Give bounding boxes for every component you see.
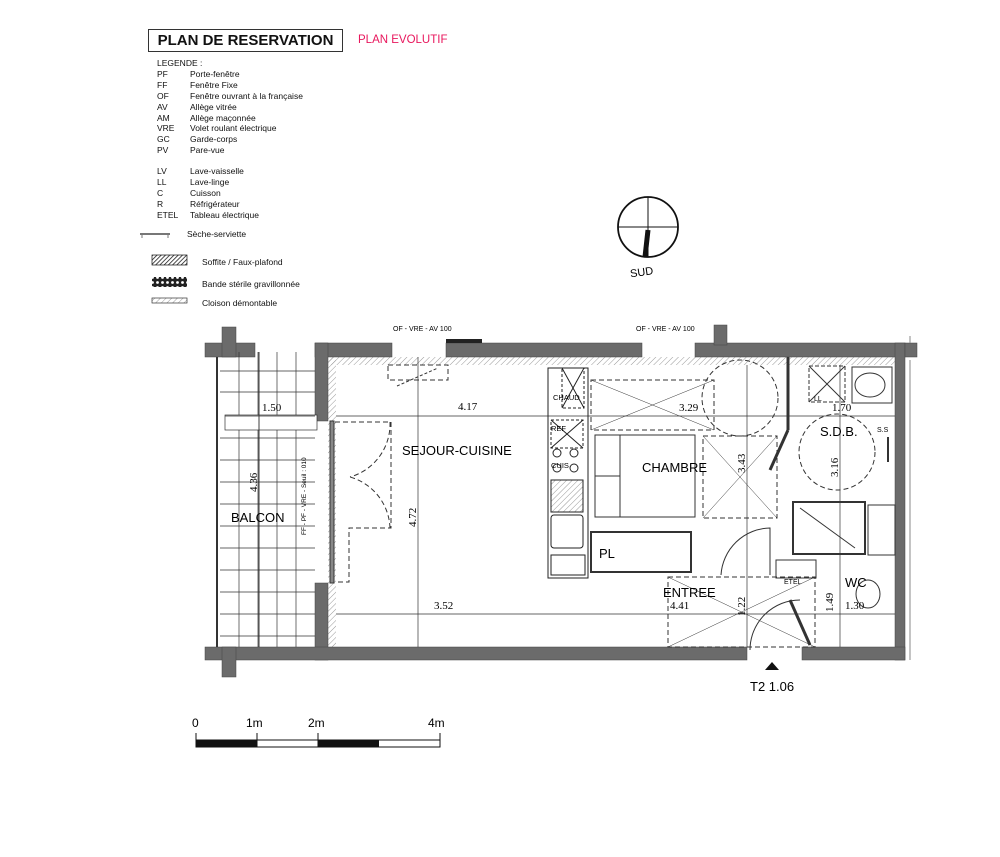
- plan-subtitle: PLAN EVOLUTIF: [358, 34, 448, 46]
- legend-item: C Cuisson: [157, 188, 303, 199]
- ll-label: LL: [814, 396, 822, 403]
- walls: [204, 324, 918, 678]
- kitchen-counter: [547, 367, 589, 579]
- legend-label: Volet roulant électrique: [190, 123, 277, 134]
- dim-chambre-h: 3.43: [736, 453, 748, 473]
- legend-abbr: C: [157, 187, 164, 198]
- legend-label: Allège maçonnée: [190, 112, 256, 123]
- dim-sejour-w: 4.17: [458, 401, 478, 413]
- dim-balcon-h: 4.36: [248, 472, 260, 492]
- room-wc: WC: [845, 575, 867, 590]
- room-sejour: SEJOUR-CUISINE: [402, 443, 512, 458]
- legend-label: Tableau électrique: [190, 209, 259, 220]
- dim-entree-h: 1.22: [736, 597, 748, 616]
- legend-item: FF Fenêtre Fixe: [157, 80, 303, 91]
- etel-label: ETEL: [784, 579, 802, 586]
- legend-item: PV Pare-vue: [157, 145, 303, 156]
- legend-label: Porte-fenêtre: [190, 68, 240, 79]
- legend-item: ETEL Tableau électrique: [157, 210, 303, 221]
- legend-abbr: R: [157, 198, 164, 209]
- legend-label: Allège vitrée: [190, 101, 237, 112]
- dim-sejour-h: 4.72: [407, 508, 419, 527]
- legend-item: PF Porte-fenêtre: [157, 69, 303, 80]
- ss-label: S.S: [877, 427, 889, 434]
- scale-label: 1m: [246, 716, 263, 730]
- legend-abbr: AM: [157, 112, 170, 123]
- legend-item: OF Fenêtre ouvrant à la française: [157, 91, 303, 102]
- legend-label: Lave-vaisselle: [190, 166, 244, 177]
- cuis-label: CUIS: [551, 461, 569, 470]
- legend-item: R Réfrigérateur: [157, 199, 303, 210]
- legend-abbr: AV: [157, 101, 168, 112]
- towel-dryer-label: Sèche-serviette: [187, 229, 247, 239]
- chaud-label: CHAUD: [553, 393, 580, 402]
- dim-chambre-w: 3.29: [679, 402, 699, 414]
- legend-item: GC Garde-corps: [157, 134, 303, 145]
- dim-sejour-bottom: 3.52: [434, 600, 453, 612]
- window-label-right: OF - VRE - AV 100: [636, 326, 695, 333]
- dim-entree: 4.41: [670, 600, 689, 612]
- dim-sdb-h: 3.16: [829, 457, 841, 477]
- legend-abbr: OF: [157, 90, 169, 101]
- bedroom-furniture: [590, 359, 779, 576]
- legend-label: Cuisson: [190, 187, 221, 198]
- legend-label: Fenêtre Fixe: [190, 79, 238, 90]
- legend-abbr: VRE: [157, 123, 175, 134]
- legend-label: Fenêtre ouvrant à la française: [190, 90, 303, 101]
- legend-item: LV Lave-vaisselle: [157, 166, 303, 177]
- legend-abbr: LV: [157, 166, 167, 177]
- legend-item: AM Allège maçonnée: [157, 113, 303, 124]
- soffit-label: Soffite / Faux-plafond: [202, 257, 283, 267]
- legend-label: Pare-vue: [190, 145, 225, 156]
- legend-item: LL Lave-linge: [157, 177, 303, 188]
- balcony-tiles: [216, 352, 318, 647]
- towel-dryer-icon: [140, 233, 170, 238]
- partition-label: Cloison démontable: [202, 298, 278, 308]
- compass-icon: [617, 196, 679, 258]
- dim-sdb-w: 1.70: [832, 402, 852, 414]
- scale-bar: [195, 733, 441, 748]
- scale-label: 4m: [428, 716, 445, 730]
- gravel-label: Bande stérile gravillonnée: [202, 279, 300, 289]
- legend-abbr: FF: [157, 79, 168, 90]
- room-entree: ENTREE: [663, 585, 716, 600]
- legend-abbr: PF: [157, 68, 168, 79]
- bathroom-fixtures: [749, 365, 896, 651]
- legend-label: Lave-linge: [190, 177, 230, 188]
- dim-balcon-w: 1.50: [262, 402, 282, 414]
- legend-abbr: ETEL: [157, 209, 179, 220]
- ref-label: REF: [551, 424, 566, 433]
- room-pl: PL: [599, 546, 615, 561]
- room-sdb: S.D.B.: [820, 424, 858, 439]
- balcony-door-label: FF - PF - VRE - Seuil : 010: [301, 457, 308, 535]
- legend-label: Réfrigérateur: [190, 198, 240, 209]
- dim-wc-w: 1.30: [845, 600, 865, 612]
- room-balcon: BALCON: [231, 510, 284, 525]
- gravel-swatch-icon: [152, 277, 187, 287]
- legend-item: AV Allège vitrée: [157, 102, 303, 113]
- legend-label: Garde-corps: [190, 134, 238, 145]
- legend-heading: LEGENDE :: [157, 58, 203, 68]
- soffit-swatch-icon: [151, 254, 188, 266]
- legend-abbr: GC: [157, 134, 170, 145]
- legend: LEGENDE : PF Porte-fenêtre FF Fenêtre Fixe…: [157, 58, 303, 221]
- entrance-arrow-icon: [765, 662, 779, 670]
- compass-label: SUD: [629, 265, 654, 280]
- window-label-left: OF - VRE - AV 100: [393, 326, 452, 333]
- unit-label: T2 1.06: [750, 679, 794, 694]
- plan-title: PLAN DE RESERVATION: [148, 29, 343, 52]
- legend-abbr: LL: [157, 177, 167, 188]
- partition-swatch-icon: [151, 297, 188, 304]
- legend-item: VRE Volet roulant électrique: [157, 123, 303, 134]
- balcony-door: [329, 420, 392, 584]
- legend-abbr: PV: [157, 145, 169, 156]
- dim-wc-h: 1.49: [824, 592, 836, 612]
- room-chambre: CHAMBRE: [642, 460, 707, 475]
- scale-label: 0: [192, 716, 199, 730]
- scale-label: 2m: [308, 716, 325, 730]
